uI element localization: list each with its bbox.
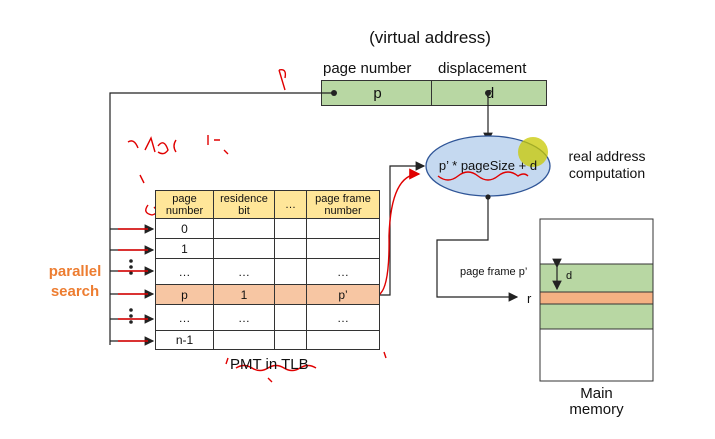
pmt-cell-r3-c2: [274, 284, 307, 305]
page-frame-label: page frame p’: [460, 266, 528, 278]
pmt-cell-r0-c0: 0: [155, 218, 214, 239]
displacement-label: displacement: [438, 60, 527, 77]
pmt-header-page-frame-number: page frame number: [306, 190, 380, 219]
pmt-cell-r1-c2: [274, 238, 307, 259]
pmt-cell-r1-c0: 1: [155, 238, 214, 259]
displacement-d-label: d: [566, 270, 573, 282]
pmt-cell-r5-c3: [306, 330, 380, 350]
pmt-header-page-number: page number: [155, 190, 214, 219]
computation-label-line2: computation: [568, 165, 646, 181]
pmt-cell-r4-c2: [274, 304, 307, 331]
computation-label-line1: real address: [568, 148, 646, 164]
pmt-cell-r5-c2: [274, 330, 307, 350]
parallel-search-label: parallel search: [44, 262, 106, 302]
pmt-cell-r5-c0: n-1: [155, 330, 214, 350]
real-address-r-label: r: [527, 291, 532, 306]
computation-formula: p’ * pageSize + d: [438, 158, 538, 173]
pmt-cell-r4-c1: …: [213, 304, 275, 331]
main-memory-line1: Main: [580, 385, 613, 402]
main-memory-caption: Main memory: [540, 386, 653, 418]
pmt-cell-r0-c2: [274, 218, 307, 239]
pmt-cell-r4-c0: …: [155, 304, 214, 331]
page-number-field: p: [321, 80, 432, 106]
pmt-cell-r1-c1: [213, 238, 275, 259]
pmt-cell-r3-c3: p’: [306, 284, 380, 305]
pmt-cell-r2-c1: …: [213, 258, 275, 285]
pmt-header-ellipsis: …: [274, 190, 307, 219]
page-number-label: page number: [323, 60, 412, 77]
pmt-cell-r3-c1: 1: [213, 284, 275, 305]
pmt-cell-r0-c1: [213, 218, 275, 239]
parallel-search-line1: parallel: [48, 263, 102, 280]
computation-label: real address computation: [562, 148, 652, 182]
page-number-value: p: [373, 85, 382, 102]
pmt-cell-r4-c3: …: [306, 304, 380, 331]
pmt-cell-r2-c3: …: [306, 258, 380, 285]
pmt-cell-r3-c0: p: [155, 284, 214, 305]
pmt-header-residence-bit: residence bit: [213, 190, 275, 219]
pmt-cell-r5-c1: [213, 330, 275, 350]
pmt-caption: PMT in TLB: [230, 356, 309, 373]
pmt-cell-r2-c0: …: [155, 258, 214, 285]
pmt-cell-r0-c3: [306, 218, 380, 239]
pmt-cell-r2-c2: [274, 258, 307, 285]
parallel-search-line2: search: [50, 283, 100, 300]
main-memory-line2: memory: [569, 401, 624, 418]
pmt-cell-r1-c3: [306, 238, 380, 259]
diagram-title: (virtual address): [369, 28, 491, 47]
